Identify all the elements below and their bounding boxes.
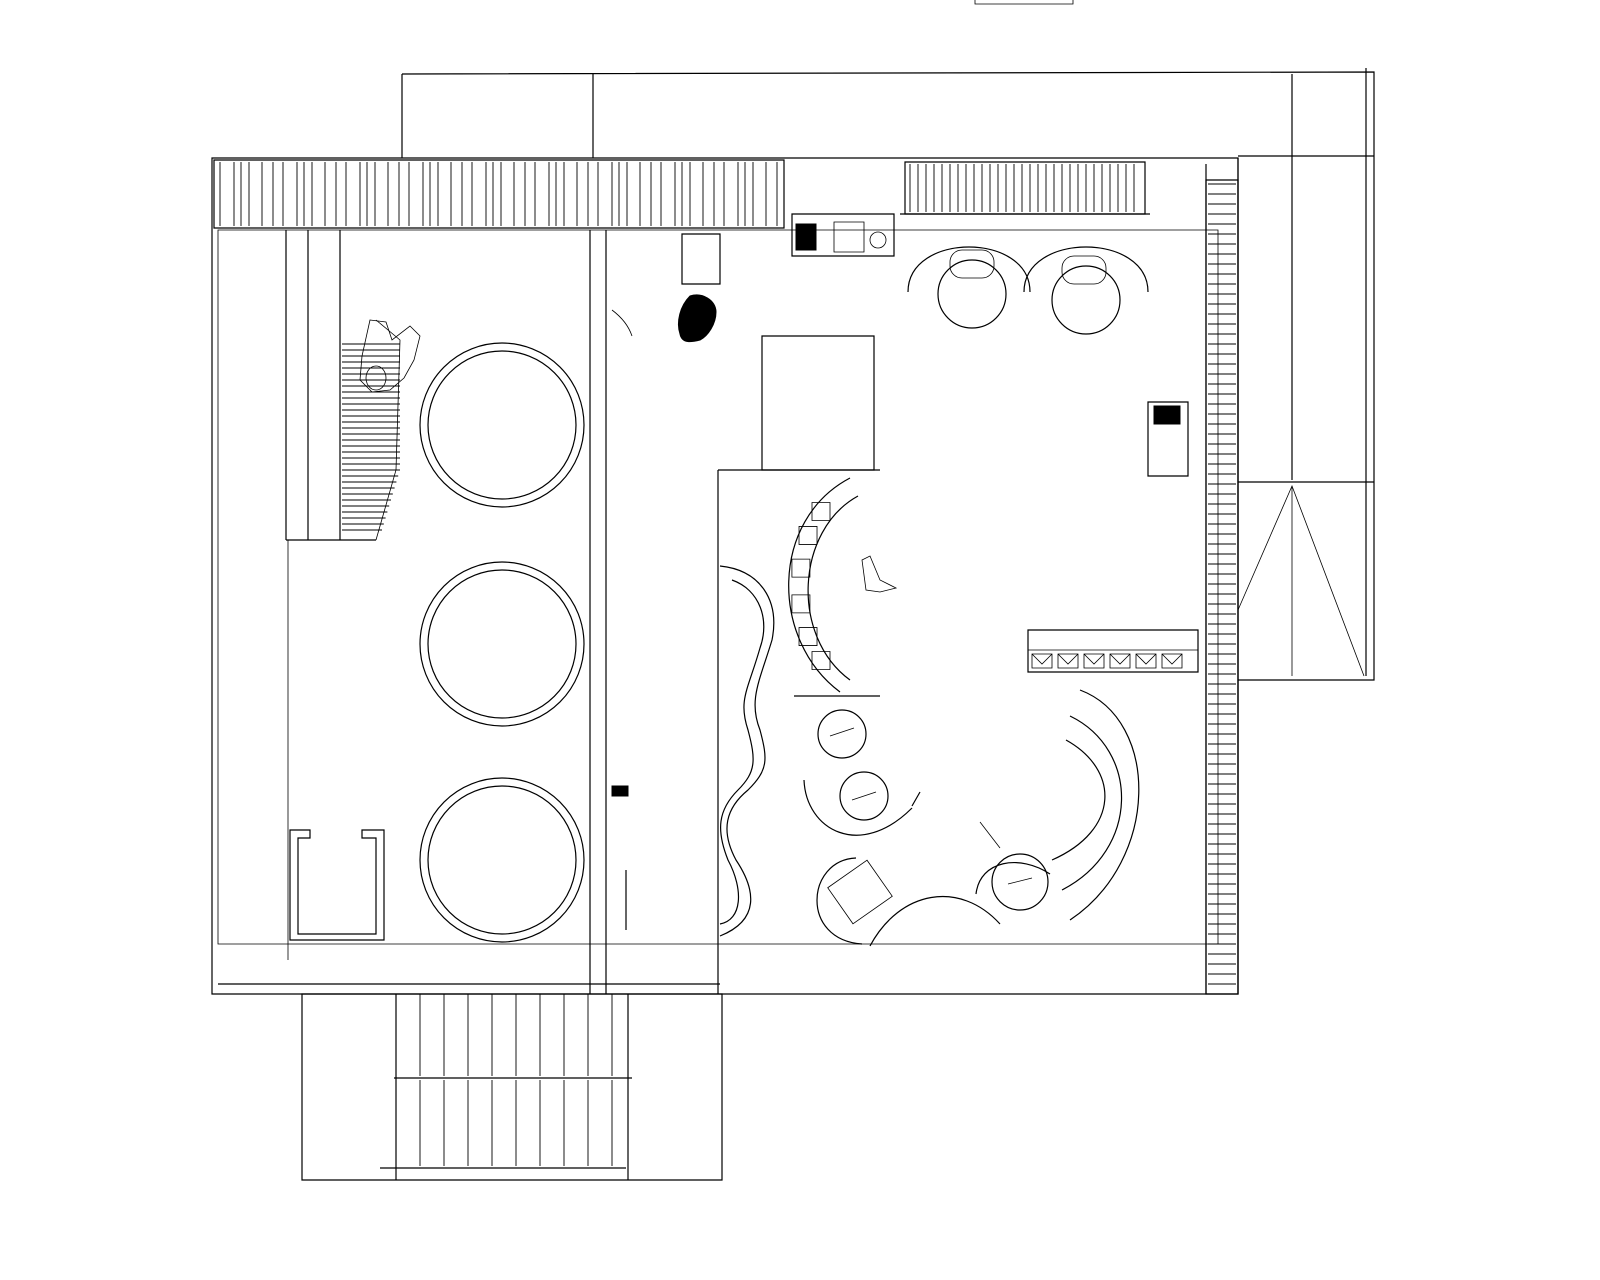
banquette-seat [799, 526, 817, 544]
bar-counter [1028, 630, 1198, 672]
left-stair [286, 230, 400, 540]
lounge-chair-figure [360, 320, 420, 392]
central-block [718, 336, 880, 994]
lower-lounge [817, 690, 1139, 946]
wavy-partition [720, 566, 774, 936]
round-tables [794, 696, 920, 835]
curved-banquette [789, 478, 896, 692]
bar-stool [1058, 654, 1078, 668]
round-pods [420, 343, 584, 942]
bar-stool [1110, 654, 1130, 668]
banquette-seat [792, 595, 810, 613]
upper-lounge-chairs [900, 214, 1150, 334]
kitchenette [792, 214, 1188, 476]
banquette-seat [799, 628, 817, 646]
bar-stool [1032, 654, 1052, 668]
entry-stair [302, 994, 722, 1180]
corridor-items [612, 234, 720, 930]
banquette-seat [812, 503, 830, 521]
banquette-seat [792, 559, 810, 577]
title-block-stub [975, 0, 1073, 4]
shaft [288, 540, 384, 960]
window-band [214, 160, 1238, 994]
plant-icon [678, 295, 716, 342]
banquette-seat [812, 651, 830, 669]
bar-stool [1084, 654, 1104, 668]
bar-stool [1136, 654, 1156, 668]
main-walls [212, 158, 1238, 994]
upper-wing [402, 68, 1374, 680]
bar-stool [1162, 654, 1182, 668]
